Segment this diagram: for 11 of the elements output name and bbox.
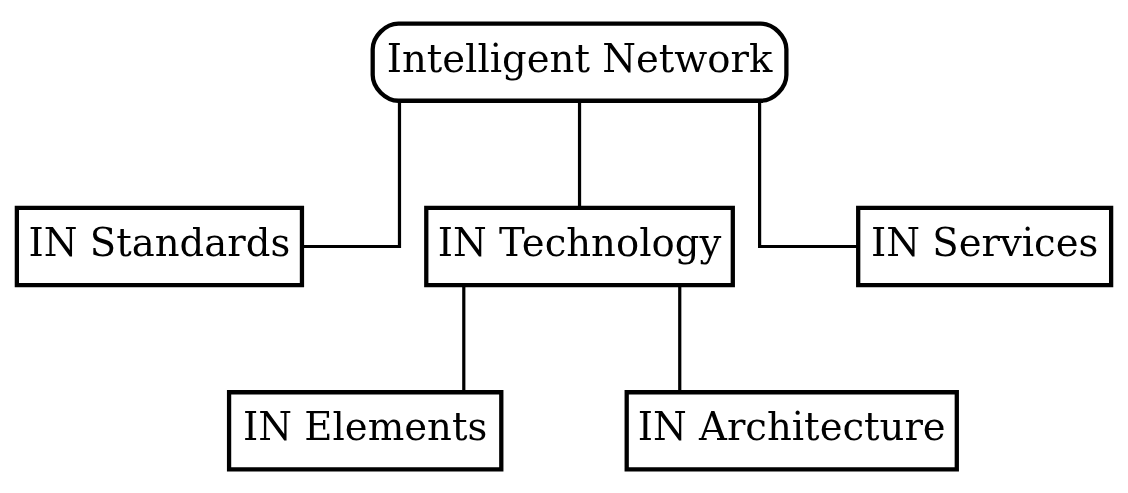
node-box: IN Services (856, 205, 1114, 288)
connector (302, 101, 402, 249)
node-box: IN Standards (14, 205, 305, 288)
connector (678, 285, 682, 392)
connector (577, 101, 582, 208)
connector (462, 285, 466, 392)
node-box: IN Architecture (624, 390, 959, 472)
node-box: IN Technology (424, 205, 735, 288)
connector (758, 101, 858, 249)
node-box: Intelligent Network (370, 21, 789, 103)
node-box: IN Elements (226, 390, 504, 472)
